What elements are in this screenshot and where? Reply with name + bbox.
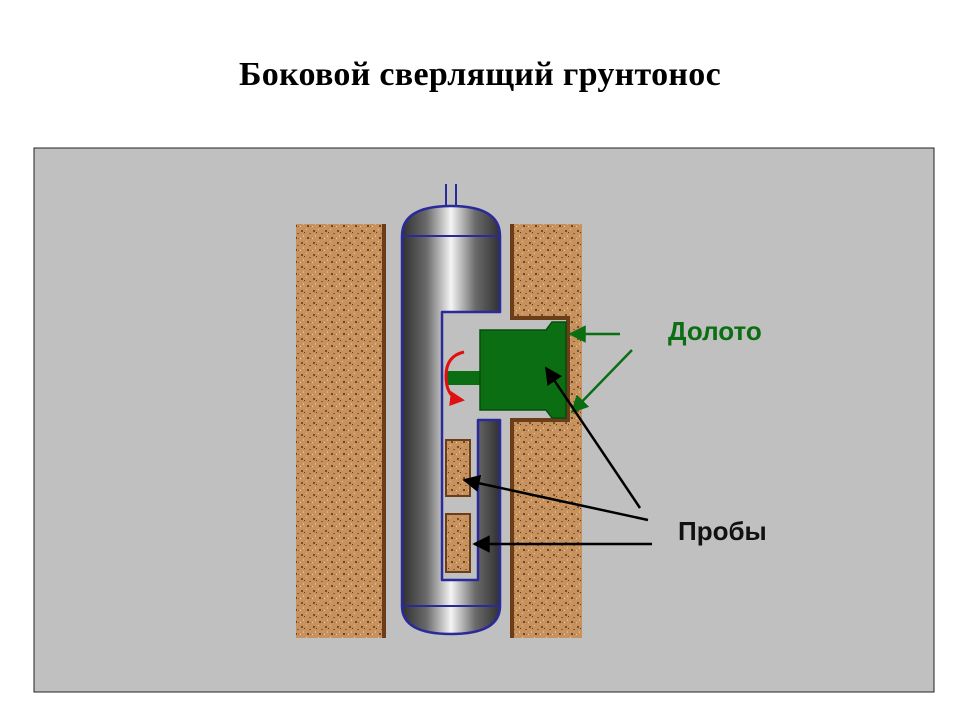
coring-tool-body: [400, 204, 502, 636]
bit-label: Долото: [668, 316, 762, 346]
left-soil-wall: [296, 224, 384, 638]
sample-pointers: [462, 366, 652, 553]
sample-container-1: [445, 439, 471, 497]
slide-title: Боковой сверлящий грунтонос: [239, 56, 721, 93]
drill-bit: [479, 321, 567, 419]
samples-label: Пробы: [678, 516, 767, 546]
right-soil-wall: [512, 224, 582, 638]
rotation-arrow-icon: [444, 350, 465, 406]
bit-pointers: [568, 325, 633, 414]
drill-shaft: [446, 371, 482, 385]
sample-container-2: [445, 513, 471, 573]
